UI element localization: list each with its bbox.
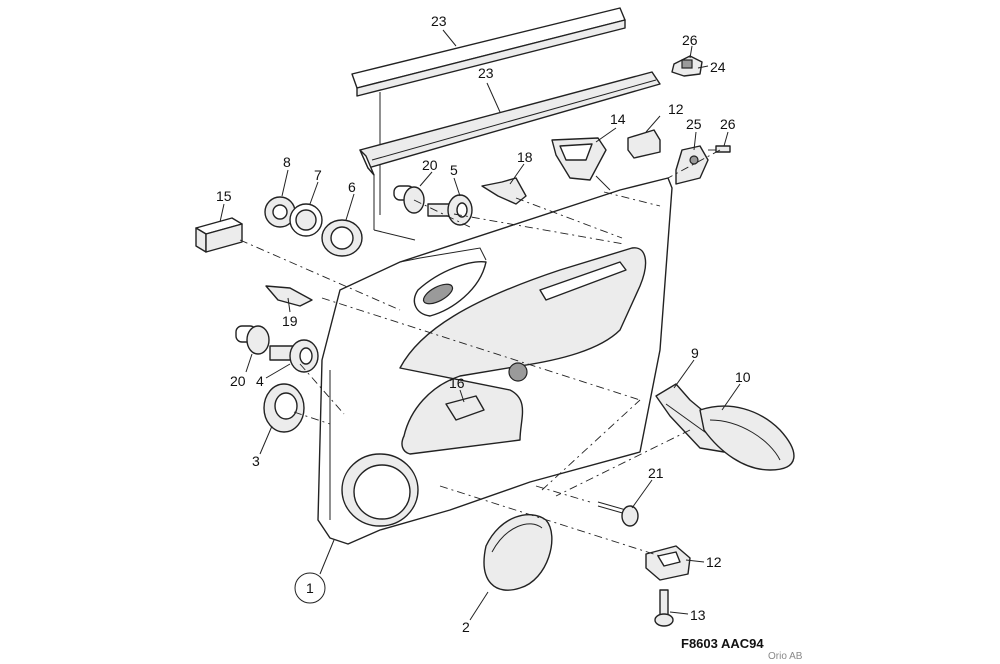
part-11-switch: [627, 129, 661, 159]
callout-12: 12: [706, 554, 722, 570]
callout-5: 5: [450, 162, 458, 178]
leader-lines: [219, 29, 741, 621]
part-19-clip: [265, 285, 313, 307]
part-26-clip: [671, 55, 703, 77]
callout-15: 15: [216, 188, 232, 204]
figure-code: F8603 AAC94: [681, 636, 764, 651]
part-10-pull-handle: [699, 405, 795, 471]
part-8-washer: [264, 196, 296, 228]
callout-6: 6: [348, 179, 356, 195]
part-2-speaker-grille: [483, 513, 553, 591]
part-20-plug-top: [393, 185, 425, 214]
callout-22: 23: [478, 65, 494, 81]
part-1-door-panel: [317, 177, 673, 545]
callout-1-circle: [294, 572, 326, 604]
callout-7: 7: [314, 167, 322, 183]
callout-10: 10: [735, 369, 751, 385]
callout-labels: 23 26 24 23 12 14 25 26 18 8 20 5 7 6 15…: [216, 13, 751, 635]
callout-19: 19: [282, 313, 298, 329]
callout-13: 13: [690, 607, 706, 623]
callout-25: 26: [720, 116, 736, 132]
callout-14: 14: [610, 111, 626, 127]
callout-8: 8: [283, 154, 291, 170]
part-25-screw: [708, 145, 731, 153]
part-14-pocket: [551, 137, 611, 191]
callout-9: 9: [691, 345, 699, 361]
callout-20-top: 20: [422, 157, 438, 173]
part-5-fastener-top: [427, 194, 473, 226]
credit-text: Orio AB: [768, 651, 803, 662]
callout-21: 21: [648, 465, 664, 481]
callout-18: 18: [517, 149, 533, 165]
part-23-window-strip: [351, 7, 626, 215]
callout-1: 1: [306, 580, 314, 596]
part-4-fastener-left: [269, 339, 319, 373]
callout-11: 12: [668, 101, 684, 117]
part-21-screw: [597, 501, 639, 527]
part-13-bolt: [654, 589, 674, 627]
part-7-ring: [289, 203, 323, 237]
callout-20-left: 20: [230, 373, 246, 389]
part-18-clip: [481, 177, 527, 205]
parts-drawing: [195, 7, 795, 627]
callout-3: 3: [252, 453, 260, 469]
part-22-inner-strip: [359, 71, 661, 241]
part-15-block: [195, 217, 243, 253]
callout-16: 16: [449, 375, 465, 391]
part-20-plug-left: [235, 325, 270, 355]
part-12-clip-nut: [645, 545, 691, 581]
part-3-knob: [263, 383, 305, 433]
callout-23: 23: [431, 13, 447, 29]
callout-2: 2: [462, 619, 470, 635]
callout-24: 25: [686, 116, 702, 132]
callout-26: 26: [682, 32, 698, 48]
part-6-bezel: [321, 219, 363, 257]
assembly-lines: [239, 149, 721, 557]
callout-22A: 24: [710, 59, 726, 75]
callout-4: 4: [256, 373, 264, 389]
